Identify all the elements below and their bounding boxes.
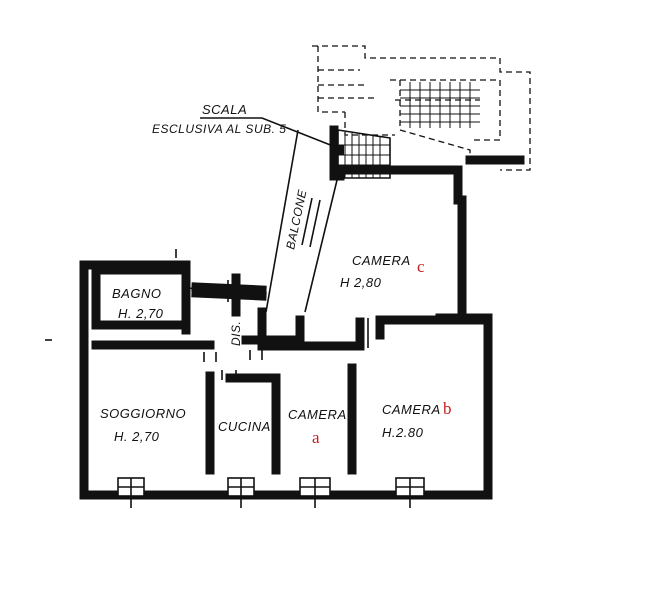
room-name: CAMERA xyxy=(288,407,347,422)
room-camera-c: CAMERA H 2,80 c xyxy=(340,253,425,290)
upper-stair-steps xyxy=(400,82,480,128)
stair-label: SCALA xyxy=(202,102,247,117)
room-name: CAMERA xyxy=(352,253,411,268)
room-height: H. 2,70 xyxy=(114,429,160,444)
window-cucina xyxy=(227,477,255,508)
window-soggiorno xyxy=(117,477,145,508)
room-height: H. 2,70 xyxy=(118,306,164,321)
interior-walls xyxy=(91,260,493,475)
window-bagno xyxy=(185,280,263,302)
room-soggiorno: SOGGIORNO H. 2,70 xyxy=(100,406,186,444)
room-cucina: CUCINA xyxy=(218,419,271,434)
window-camera-a xyxy=(299,477,331,508)
left-dashed-steps xyxy=(318,69,375,99)
room-bagno: BAGNO H. 2,70 xyxy=(112,286,164,321)
balcony-label: BALCONE xyxy=(283,188,309,251)
room-name: CAMERA xyxy=(382,402,441,417)
room-name: BAGNO xyxy=(112,286,161,301)
stair-post xyxy=(336,145,344,155)
room-camera-a: CAMERA a xyxy=(288,407,347,447)
room-tag: b xyxy=(443,399,452,418)
stair-leader-line xyxy=(200,117,339,149)
room-height: H 2,80 xyxy=(340,275,382,290)
room-name: CUCINA xyxy=(218,419,271,434)
corridor-label: DIS. xyxy=(229,321,243,346)
room-name: SOGGIORNO xyxy=(100,406,186,421)
room-tag: c xyxy=(417,257,425,276)
stair-note: ESCLUSIVA AL SUB. 5 xyxy=(152,122,286,136)
room-tag: a xyxy=(312,428,320,447)
room-height: H.2.80 xyxy=(382,425,424,440)
room-camera-b: CAMERA H.2.80 b xyxy=(382,399,452,440)
windows xyxy=(45,249,425,508)
window-camera-b xyxy=(395,477,425,508)
